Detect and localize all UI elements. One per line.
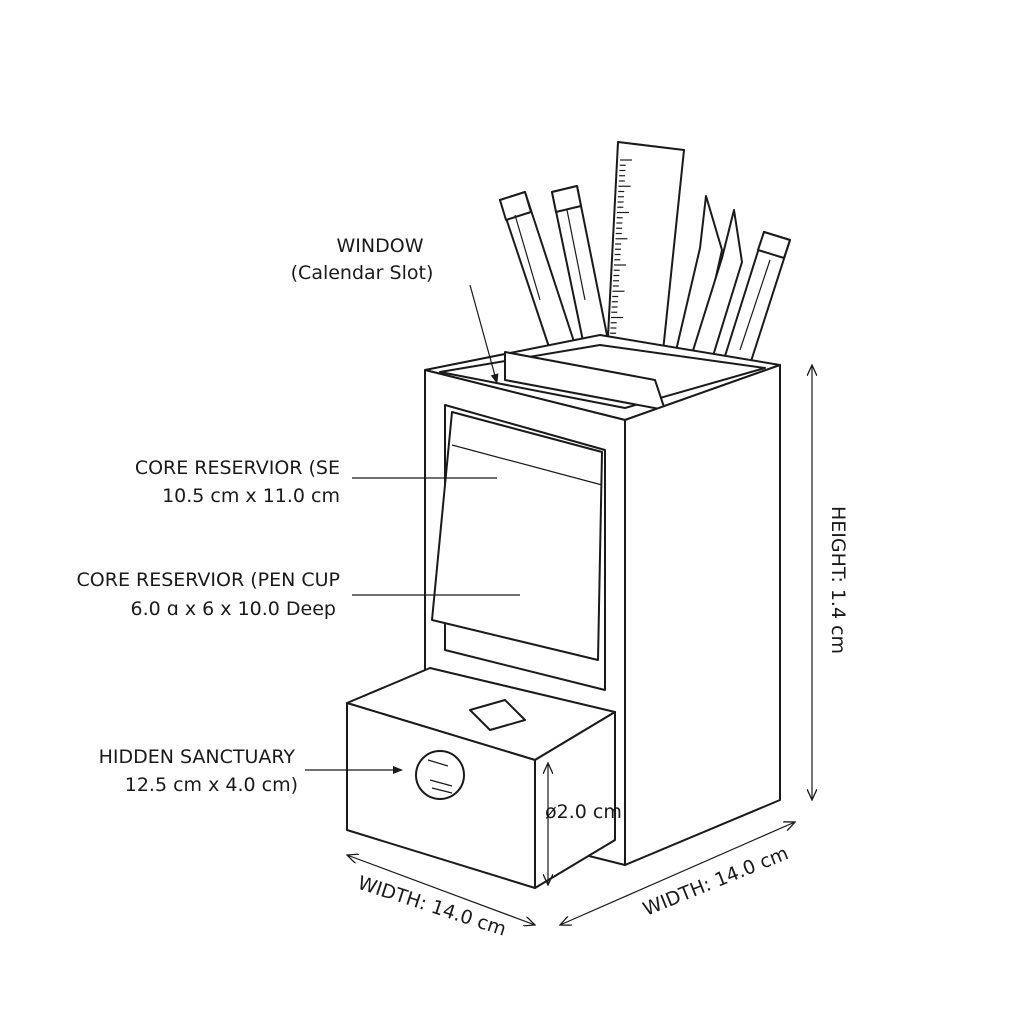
hidden-label: HIDDEN SANCTUARY bbox=[99, 746, 296, 768]
pen-left bbox=[499, 191, 581, 369]
calendar-paper bbox=[431, 411, 603, 661]
width-left-dimension-arrow bbox=[347, 855, 535, 925]
core-se-label: CORE RESERVIOR (SE bbox=[135, 457, 340, 479]
window-sublabel: (Calendar Slot) bbox=[291, 262, 434, 284]
window-leader bbox=[469, 284, 499, 384]
pen-cup-label: CORE RESERVIOR (PEN CUP bbox=[77, 569, 340, 591]
width-right-dimension-arrow bbox=[560, 822, 795, 925]
pen-middle bbox=[551, 185, 613, 366]
hidden-dims: 12.5 cm x 4.0 cm) bbox=[125, 774, 298, 796]
height-label: HEIGHT: 1.4 cm bbox=[827, 506, 849, 654]
drawer-pull-hole[interactable] bbox=[415, 750, 465, 800]
diameter-label: ø2.0 cm bbox=[545, 801, 622, 823]
pen-cup-dims: 6.0 ɑ x 6 x 10.0 Deep bbox=[131, 598, 336, 620]
core-se-dims: 10.5 cm x 11.0 cm bbox=[162, 485, 340, 507]
window-label: WINDOW bbox=[337, 235, 424, 257]
width-right-label: WIDTH: 14.0 cm bbox=[640, 842, 792, 920]
